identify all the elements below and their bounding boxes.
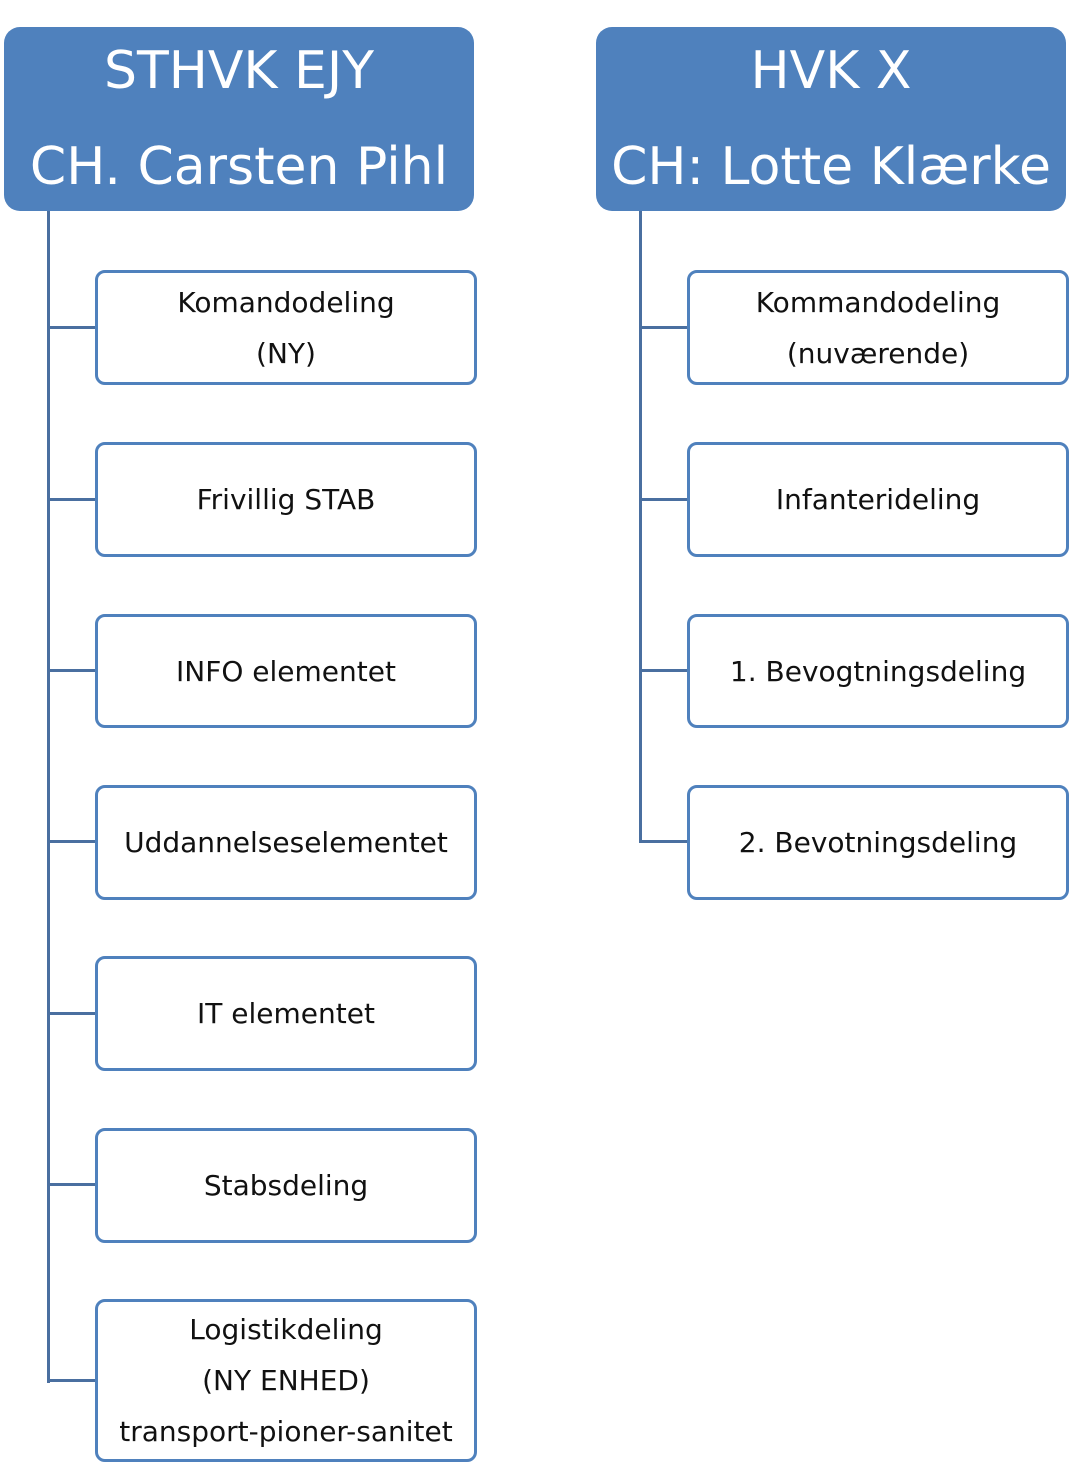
unit-box-uddannelseselementet: Uddannelseselementet bbox=[95, 785, 477, 900]
unit-box-frivillig-stab: Frivillig STAB bbox=[95, 442, 477, 557]
left-branch-connector bbox=[47, 498, 97, 501]
unit-label: IT elementet bbox=[197, 997, 375, 1030]
unit-box-1-bevogtningsdeling: 1. Bevogtningsdeling bbox=[687, 614, 1069, 728]
left-branch-connector bbox=[47, 326, 97, 329]
unit-detail: transport-pioner-sanitet bbox=[119, 1415, 453, 1448]
unit-box-komandodeling: Komandodeling (NY) bbox=[95, 270, 477, 385]
right-branch-connector bbox=[639, 669, 689, 672]
unit-label: Logistikdeling bbox=[189, 1313, 383, 1346]
left-branch-connector bbox=[47, 1012, 97, 1015]
unit-label: 2. Bevotningsdeling bbox=[738, 826, 1018, 859]
unit-box-stabsdeling: Stabsdeling bbox=[95, 1128, 477, 1243]
unit-box-infanterideling: Infanterideling bbox=[687, 442, 1069, 557]
left-branch-connector bbox=[47, 1183, 97, 1186]
left-branch-connector bbox=[47, 669, 97, 672]
right-header-title: HVK X bbox=[750, 41, 912, 101]
unit-box-info-elementet: INFO elementet bbox=[95, 614, 477, 728]
left-header-box: STHVK EJY CH. Carsten Pihl bbox=[4, 27, 474, 211]
left-header-title: STHVK EJY bbox=[103, 41, 375, 101]
right-header-box: HVK X CH: Lotte Klærke bbox=[596, 27, 1066, 211]
unit-label: Frivillig STAB bbox=[196, 483, 376, 516]
right-branch-connector bbox=[639, 840, 689, 843]
left-header-chief: CH. Carsten Pihl bbox=[29, 137, 449, 197]
unit-label: 1. Bevogtningsdeling bbox=[729, 654, 1027, 688]
unit-box-kommandodeling: Kommandodeling (nuværende) bbox=[687, 270, 1069, 385]
unit-label: Stabsdeling bbox=[203, 1169, 369, 1202]
right-branch-connector bbox=[639, 326, 689, 329]
unit-label: Kommandodeling bbox=[755, 285, 1001, 319]
unit-box-2-bevotningsdeling: 2. Bevotningsdeling bbox=[687, 785, 1069, 900]
unit-label: Komandodeling bbox=[177, 285, 395, 319]
unit-label: Infanterideling bbox=[775, 483, 981, 516]
right-branch-connector bbox=[639, 498, 689, 501]
unit-label: INFO elementet bbox=[176, 654, 396, 688]
left-branch-connector bbox=[47, 840, 97, 843]
right-trunk-connector bbox=[639, 211, 642, 843]
unit-box-logistikdeling: Logistikdeling (NY ENHED) transport-pion… bbox=[95, 1299, 477, 1462]
unit-label: Uddannelseselementet bbox=[124, 826, 448, 859]
right-header-chief: CH: Lotte Klærke bbox=[611, 137, 1051, 197]
left-trunk-connector bbox=[47, 211, 50, 1383]
unit-sublabel: (nuværende) bbox=[786, 336, 970, 370]
unit-sublabel: (NY) bbox=[256, 336, 316, 370]
unit-box-it-elementet: IT elementet bbox=[95, 956, 477, 1071]
unit-sublabel: (NY ENHED) bbox=[202, 1364, 370, 1397]
left-branch-connector bbox=[47, 1379, 97, 1382]
